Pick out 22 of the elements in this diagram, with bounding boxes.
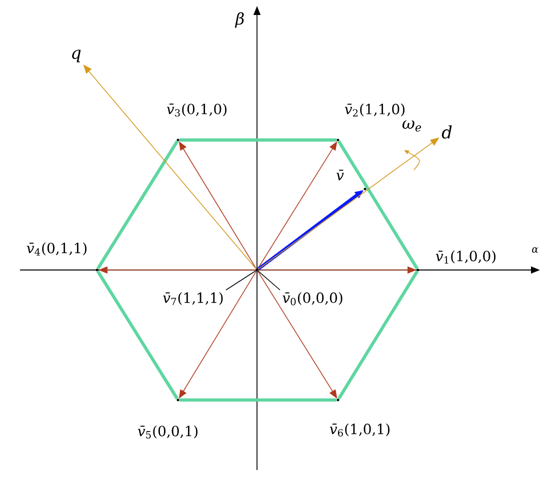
vector-label: v̄$_{0}$(0,0,0) [282,292,342,306]
axis-label: ω$_{e}$ [402,120,422,132]
axis-label: α [532,247,538,253]
vector-label: v̄$_{7}$(1,1,1) [163,292,223,306]
hexagon-side [179,398,337,402]
leader-line [226,270,256,290]
hexagon-side [96,140,179,270]
axis-label: β [234,12,244,28]
vector-label: d [442,125,452,139]
vector-label: v̄$_{2}$(1,1,0) [344,104,404,116]
hexagon-side [96,270,179,400]
leader-line [258,270,280,290]
vector-label: v̄$_{1}$(1,0,0) [436,250,496,264]
vector-label: v̄$_{6}$(1,0,1) [330,423,390,437]
hexagon-side [179,138,337,142]
vector-label: v̄$_{5}$(0,0,1) [138,426,198,438]
hexagon-side [337,140,419,270]
hexagon-side [337,270,419,400]
vector-label: v̄$_{3}$(0,1,0) [166,103,226,117]
vector-label: v̄ [336,170,344,180]
vector-label: q [72,50,81,62]
vector-label: v̄$_{4}$(0,1,1) [26,242,86,256]
